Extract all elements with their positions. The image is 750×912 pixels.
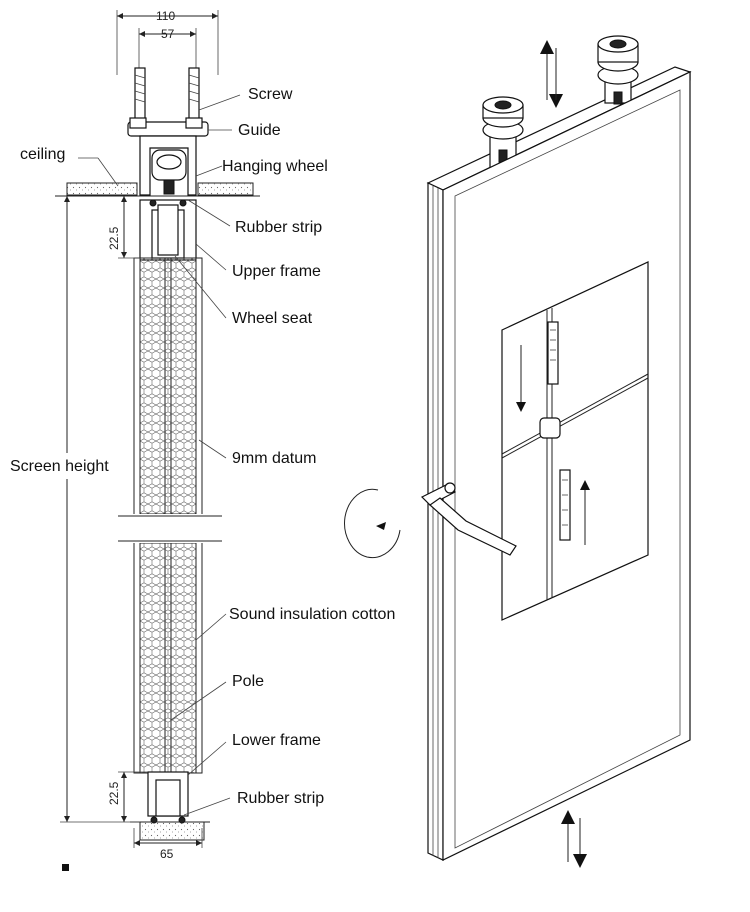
guide-track — [127, 117, 209, 196]
dim-top-outer: 110 — [156, 9, 175, 23]
callout-screw: Screw — [248, 86, 293, 103]
cross-section: 110 57 — [8, 9, 395, 871]
top-dimensions: 110 57 — [116, 9, 219, 75]
vertical-arrow-top — [540, 40, 563, 108]
dim-bottom-width: 65 — [160, 847, 174, 861]
panel-core — [118, 257, 222, 774]
callout-9mm-datum: 9mm datum — [232, 450, 316, 467]
label-screen-height: Screen height — [10, 458, 109, 475]
handle-lever — [420, 482, 517, 556]
ceiling-slab — [55, 182, 260, 197]
callout-sound-insulation: Sound insulation cotton — [229, 606, 395, 623]
callout-guide: Guide — [238, 122, 281, 139]
callout-rubber-strip-top: Rubber strip — [235, 219, 322, 236]
small-square-mark — [62, 864, 69, 871]
lower-frame — [130, 771, 210, 841]
isometric-view — [344, 35, 692, 868]
lock-bar-top — [547, 321, 559, 385]
callout-hanging-wheel: Hanging wheel — [222, 158, 328, 175]
screws — [134, 67, 200, 125]
dim-lower-gap: 22.5 — [107, 781, 121, 805]
rotation-arrow — [344, 488, 401, 558]
vertical-arrow-bottom — [561, 810, 587, 868]
lock-hub — [539, 417, 561, 439]
height-dimension: 22.5 22.5 — [60, 196, 148, 823]
dim-top-inner: 57 — [161, 27, 175, 41]
callout-upper-frame: Upper frame — [232, 263, 321, 280]
bottom-dimension: 65 — [133, 828, 203, 861]
upper-frame — [139, 199, 197, 261]
callout-lower-frame: Lower frame — [232, 732, 321, 749]
lock-bar-bottom — [559, 469, 571, 541]
wheel-right — [597, 35, 639, 105]
callout-rubber-strip-bottom: Rubber strip — [237, 790, 324, 807]
window-grid — [501, 261, 649, 621]
callout-leaders — [170, 94, 241, 816]
dim-upper-gap: 22.5 — [107, 226, 121, 250]
callout-pole: Pole — [232, 673, 264, 690]
label-ceiling: ceiling — [20, 146, 65, 163]
callout-wheel-seat: Wheel seat — [232, 310, 313, 327]
